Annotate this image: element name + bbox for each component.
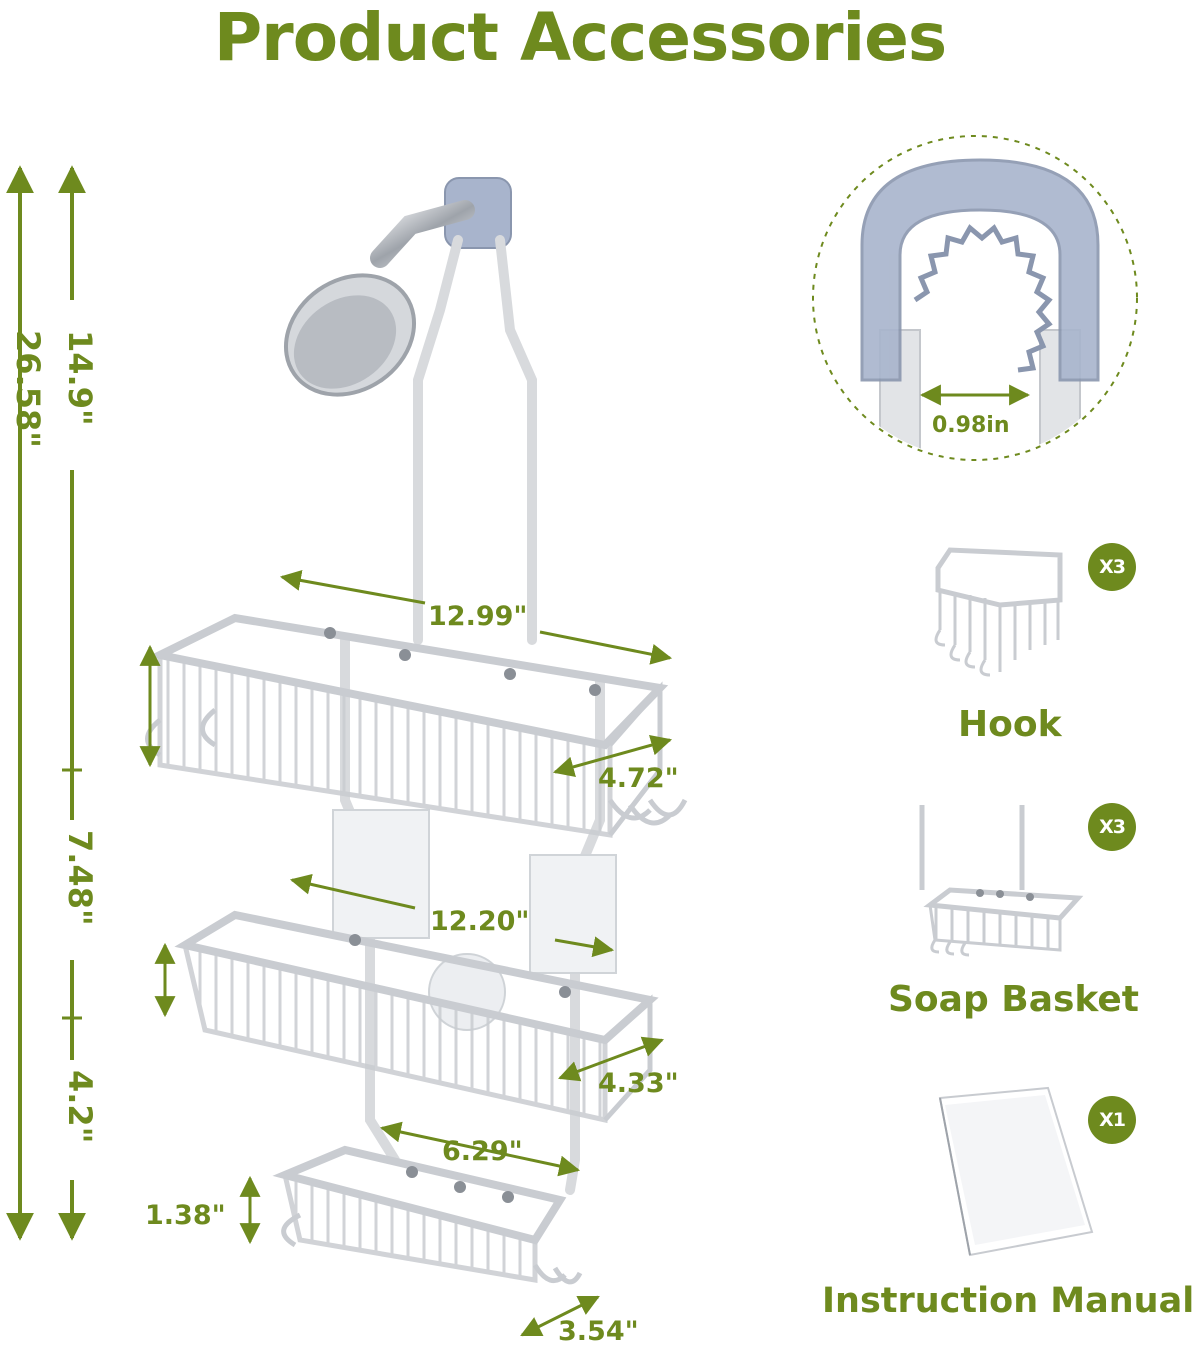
soap-basket-qty-badge: X3 — [1088, 803, 1136, 851]
top-width-label: 12.99" — [428, 601, 528, 632]
middle-height-label: 7.48" — [61, 830, 99, 926]
hook-qty-badge: X3 — [1088, 543, 1136, 591]
total-height-label: 26.58" — [9, 330, 47, 448]
mid-depth-label: 4.33" — [598, 1068, 679, 1099]
manual-label: Instruction Manual — [822, 1281, 1195, 1321]
bottom-width-label: 6.29" — [442, 1136, 523, 1167]
page-title: Product Accessories — [213, 0, 947, 76]
bottom-basket — [272, 1145, 583, 1285]
mid-width-label: 12.20" — [430, 906, 530, 937]
bottom-height-label: 1.38" — [145, 1200, 226, 1231]
width-depth-arrows — [139, 570, 673, 1337]
manual-qty-badge: X1 — [1088, 1096, 1136, 1144]
shower-head — [283, 177, 512, 397]
top-depth-label: 4.72" — [598, 763, 679, 794]
section-height-dimension-lines — [58, 165, 86, 1241]
hook-gap-label: 0.98in — [932, 413, 1010, 438]
upper-height-label: 14.9" — [61, 330, 99, 426]
bottom-depth-label: 3.54" — [558, 1316, 639, 1347]
hook-label: Hook — [958, 704, 1062, 745]
soap-basket-label: Soap Basket — [888, 979, 1140, 1020]
lower-height-label: 4.2" — [61, 1070, 99, 1144]
